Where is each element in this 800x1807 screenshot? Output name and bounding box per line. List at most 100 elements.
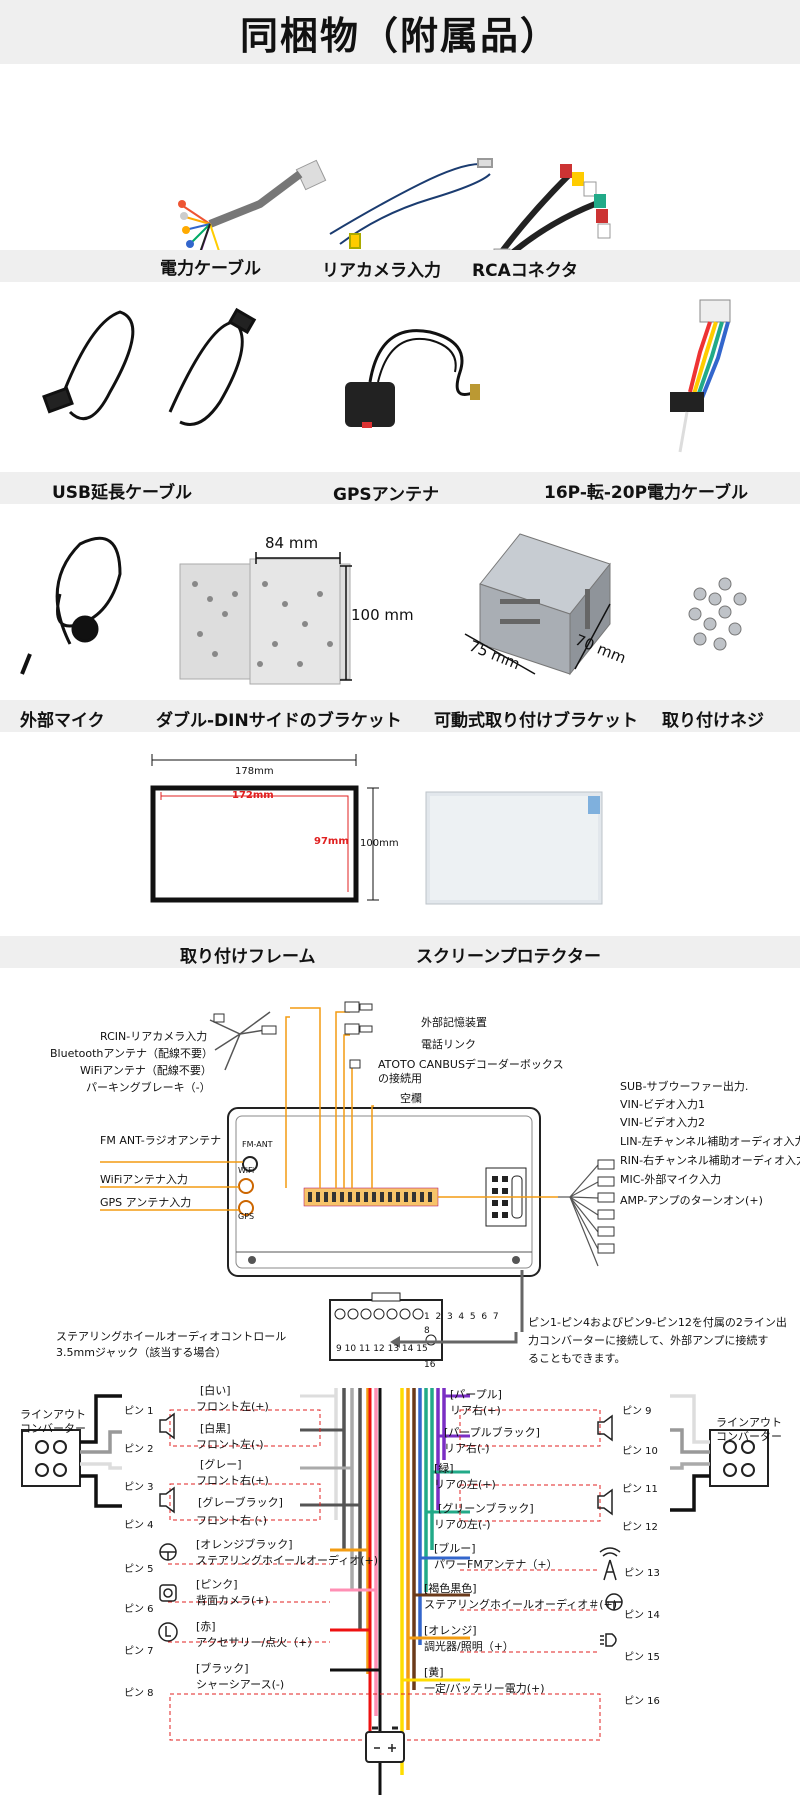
- pin-4-desc: フロント右 (-): [196, 1514, 268, 1527]
- label-steering-2: 3.5mmジャック（該当する場合）: [56, 1346, 227, 1359]
- caption-side-bracket: ダブル-DINサイドのブラケット: [156, 711, 402, 731]
- pin-9-desc: リア右(+): [450, 1404, 501, 1417]
- amp-note-2: 力コンバーターに接続して、外部アンプに接続す: [528, 1334, 769, 1347]
- pin-13-desc: パワーFMアンテナ（+）: [434, 1558, 558, 1571]
- power-cable-image: [178, 159, 327, 250]
- label-canbus: ATOTO CANBUSデコーダーボックス: [378, 1058, 564, 1071]
- caption-gps-antenna: GPSアンテナ: [333, 485, 439, 505]
- connector-pins-bottom: 9 10 11 12 13 14 15: [336, 1344, 428, 1354]
- pin-4-color: [グレーブラック]: [198, 1496, 283, 1509]
- pin-10-color: [パープルブラック]: [444, 1426, 540, 1439]
- label-amp: AMP-アンプのターンオン(+): [620, 1194, 763, 1207]
- pin-14-color: [褐色黒色]: [424, 1582, 477, 1595]
- amp-note-3: ることもできます。: [528, 1352, 626, 1365]
- connector-pin-8: 8: [424, 1326, 430, 1336]
- pin-3-desc: フロント右(+): [196, 1474, 269, 1487]
- pin-8-color: [ブラック]: [196, 1662, 249, 1675]
- pin-9-color: [パープル]: [450, 1388, 502, 1401]
- pin-11-desc: リアの左(+): [434, 1478, 496, 1491]
- caption-rear-camera: リアカメラ入力: [322, 261, 441, 281]
- side-bracket-image: [179, 552, 352, 685]
- pin-12-desc: リアの左(-): [434, 1518, 491, 1531]
- pin-1-color: [白い]: [200, 1384, 231, 1397]
- harness-connector: [329, 1299, 443, 1361]
- pin-15-desc: 調光器/照明（+）: [424, 1640, 514, 1653]
- pin-label-2: ピン 2: [124, 1444, 154, 1455]
- label-vin1: VIN-ビデオ入力1: [620, 1098, 705, 1111]
- connector-pins-top: 1 2 3 4 5 6 7: [424, 1312, 499, 1322]
- pin-label-16: ピン 16: [624, 1696, 660, 1707]
- pin-label-5: ピン 5: [124, 1564, 154, 1575]
- pin-6-color: [ピンク]: [196, 1578, 238, 1591]
- label-gps-in: GPS アンテナ入力: [100, 1196, 192, 1209]
- caption-power-cable: 電力ケーブル: [160, 259, 261, 279]
- rear-camera-cable-image: [329, 158, 493, 249]
- movable-bracket-image: [464, 533, 611, 676]
- row3-caption-band: [0, 700, 800, 732]
- battery-icon: [365, 1731, 405, 1763]
- row1-caption-band: [0, 250, 800, 282]
- pin-11-color: [緑]: [434, 1462, 454, 1475]
- label-rcin: RCIN-リアカメラ入力: [100, 1030, 208, 1043]
- pin-label-7: ピン 7: [124, 1646, 154, 1657]
- caption-mounting-frame: 取り付けフレーム: [180, 947, 316, 967]
- pin-label-6: ピン 6: [124, 1604, 154, 1615]
- label-empty: 空欄: [400, 1092, 422, 1105]
- label-storage: 外部記憶装置: [421, 1016, 487, 1029]
- row2-images: [42, 299, 731, 453]
- wiring-diagram: [21, 1001, 769, 1795]
- label-canbus-2: の接続用: [378, 1072, 422, 1085]
- dim-frame-inner-h: 97mm: [314, 836, 349, 847]
- pin-label-9: ピン 9: [622, 1406, 652, 1417]
- row1-images: [178, 158, 611, 250]
- pin-8-desc: シャーシアース(-): [196, 1678, 285, 1691]
- label-wifi: WiFiアンテナ（配線不要）: [80, 1064, 212, 1077]
- pin-label-15: ピン 15: [624, 1652, 660, 1663]
- usb-cable-image: [42, 307, 257, 426]
- pin-1-desc: フロント左(+): [196, 1400, 269, 1413]
- pin-label-12: ピン 12: [622, 1522, 658, 1533]
- pin-16-desc: 一定/バッテリー電力(+): [424, 1682, 545, 1695]
- row4-caption-band: [0, 936, 800, 968]
- pin-13-color: [ブルー]: [434, 1542, 476, 1555]
- pin-6-desc: 背面カメラ(+): [196, 1594, 269, 1607]
- unit-label-wifi: WiFi: [238, 1166, 255, 1175]
- pin-label-13: ピン 13: [624, 1568, 660, 1579]
- label-sub: SUB-サブウーファー出力.: [620, 1080, 749, 1093]
- pin-label-1: ピン 1: [124, 1406, 154, 1417]
- row4-images: [150, 754, 603, 905]
- pin-2-desc: フロント左(-): [196, 1438, 264, 1451]
- dim-frame-outer-h: 100mm: [360, 838, 399, 849]
- pin-2-color: [白黒]: [200, 1422, 231, 1435]
- row3-images: [20, 533, 747, 685]
- label-phone-link: 電話リンク: [421, 1038, 476, 1051]
- lineout-left-2: コンバーター: [20, 1422, 86, 1435]
- label-fm-ant: FM ANT-ラジオアンテナ: [100, 1134, 222, 1147]
- pin-label-10: ピン 10: [622, 1446, 658, 1457]
- caption-16p-cable: 16P-転-20P電力ケーブル: [544, 483, 749, 503]
- screws-image: [688, 577, 747, 651]
- screen-protector-image: [425, 791, 603, 905]
- lineout-right-2: コンバーター: [716, 1430, 782, 1443]
- 16p-20p-cable-image: [670, 299, 731, 453]
- label-steering-1: ステアリングホイールオーディオコントロール: [56, 1330, 287, 1343]
- mounting-frame-image: [150, 754, 379, 903]
- label-mic: MIC-外部マイク入力: [620, 1173, 722, 1186]
- connector-pin-16: 16: [424, 1360, 436, 1370]
- unit-label-gps: GPS: [238, 1212, 255, 1221]
- caption-screen-protector: スクリーンプロテクター: [416, 947, 601, 967]
- label-wifi-in: WiFiアンテナ入力: [100, 1173, 188, 1186]
- dim-frame-outer-w: 178mm: [235, 766, 274, 777]
- label-vin2: VIN-ビデオ入力2: [620, 1116, 705, 1129]
- unit-label-fm: FM-ANT: [242, 1140, 273, 1149]
- label-bt: Bluetoothアンテナ（配線不要）: [50, 1047, 213, 1060]
- dim-bracket-width: 84 mm: [265, 534, 319, 552]
- pin-3-color: [グレー]: [200, 1458, 242, 1471]
- caption-rca: RCAコネクタ: [472, 261, 579, 281]
- label-rin: RIN-右チャンネル補助オーディオ入力: [620, 1154, 800, 1167]
- gps-antenna-image: [345, 329, 480, 428]
- rca-connector-image: [493, 164, 611, 250]
- pin-16-color: [黄]: [424, 1666, 444, 1679]
- caption-screws: 取り付けネジ: [662, 711, 764, 731]
- row2-caption-band: [0, 472, 800, 504]
